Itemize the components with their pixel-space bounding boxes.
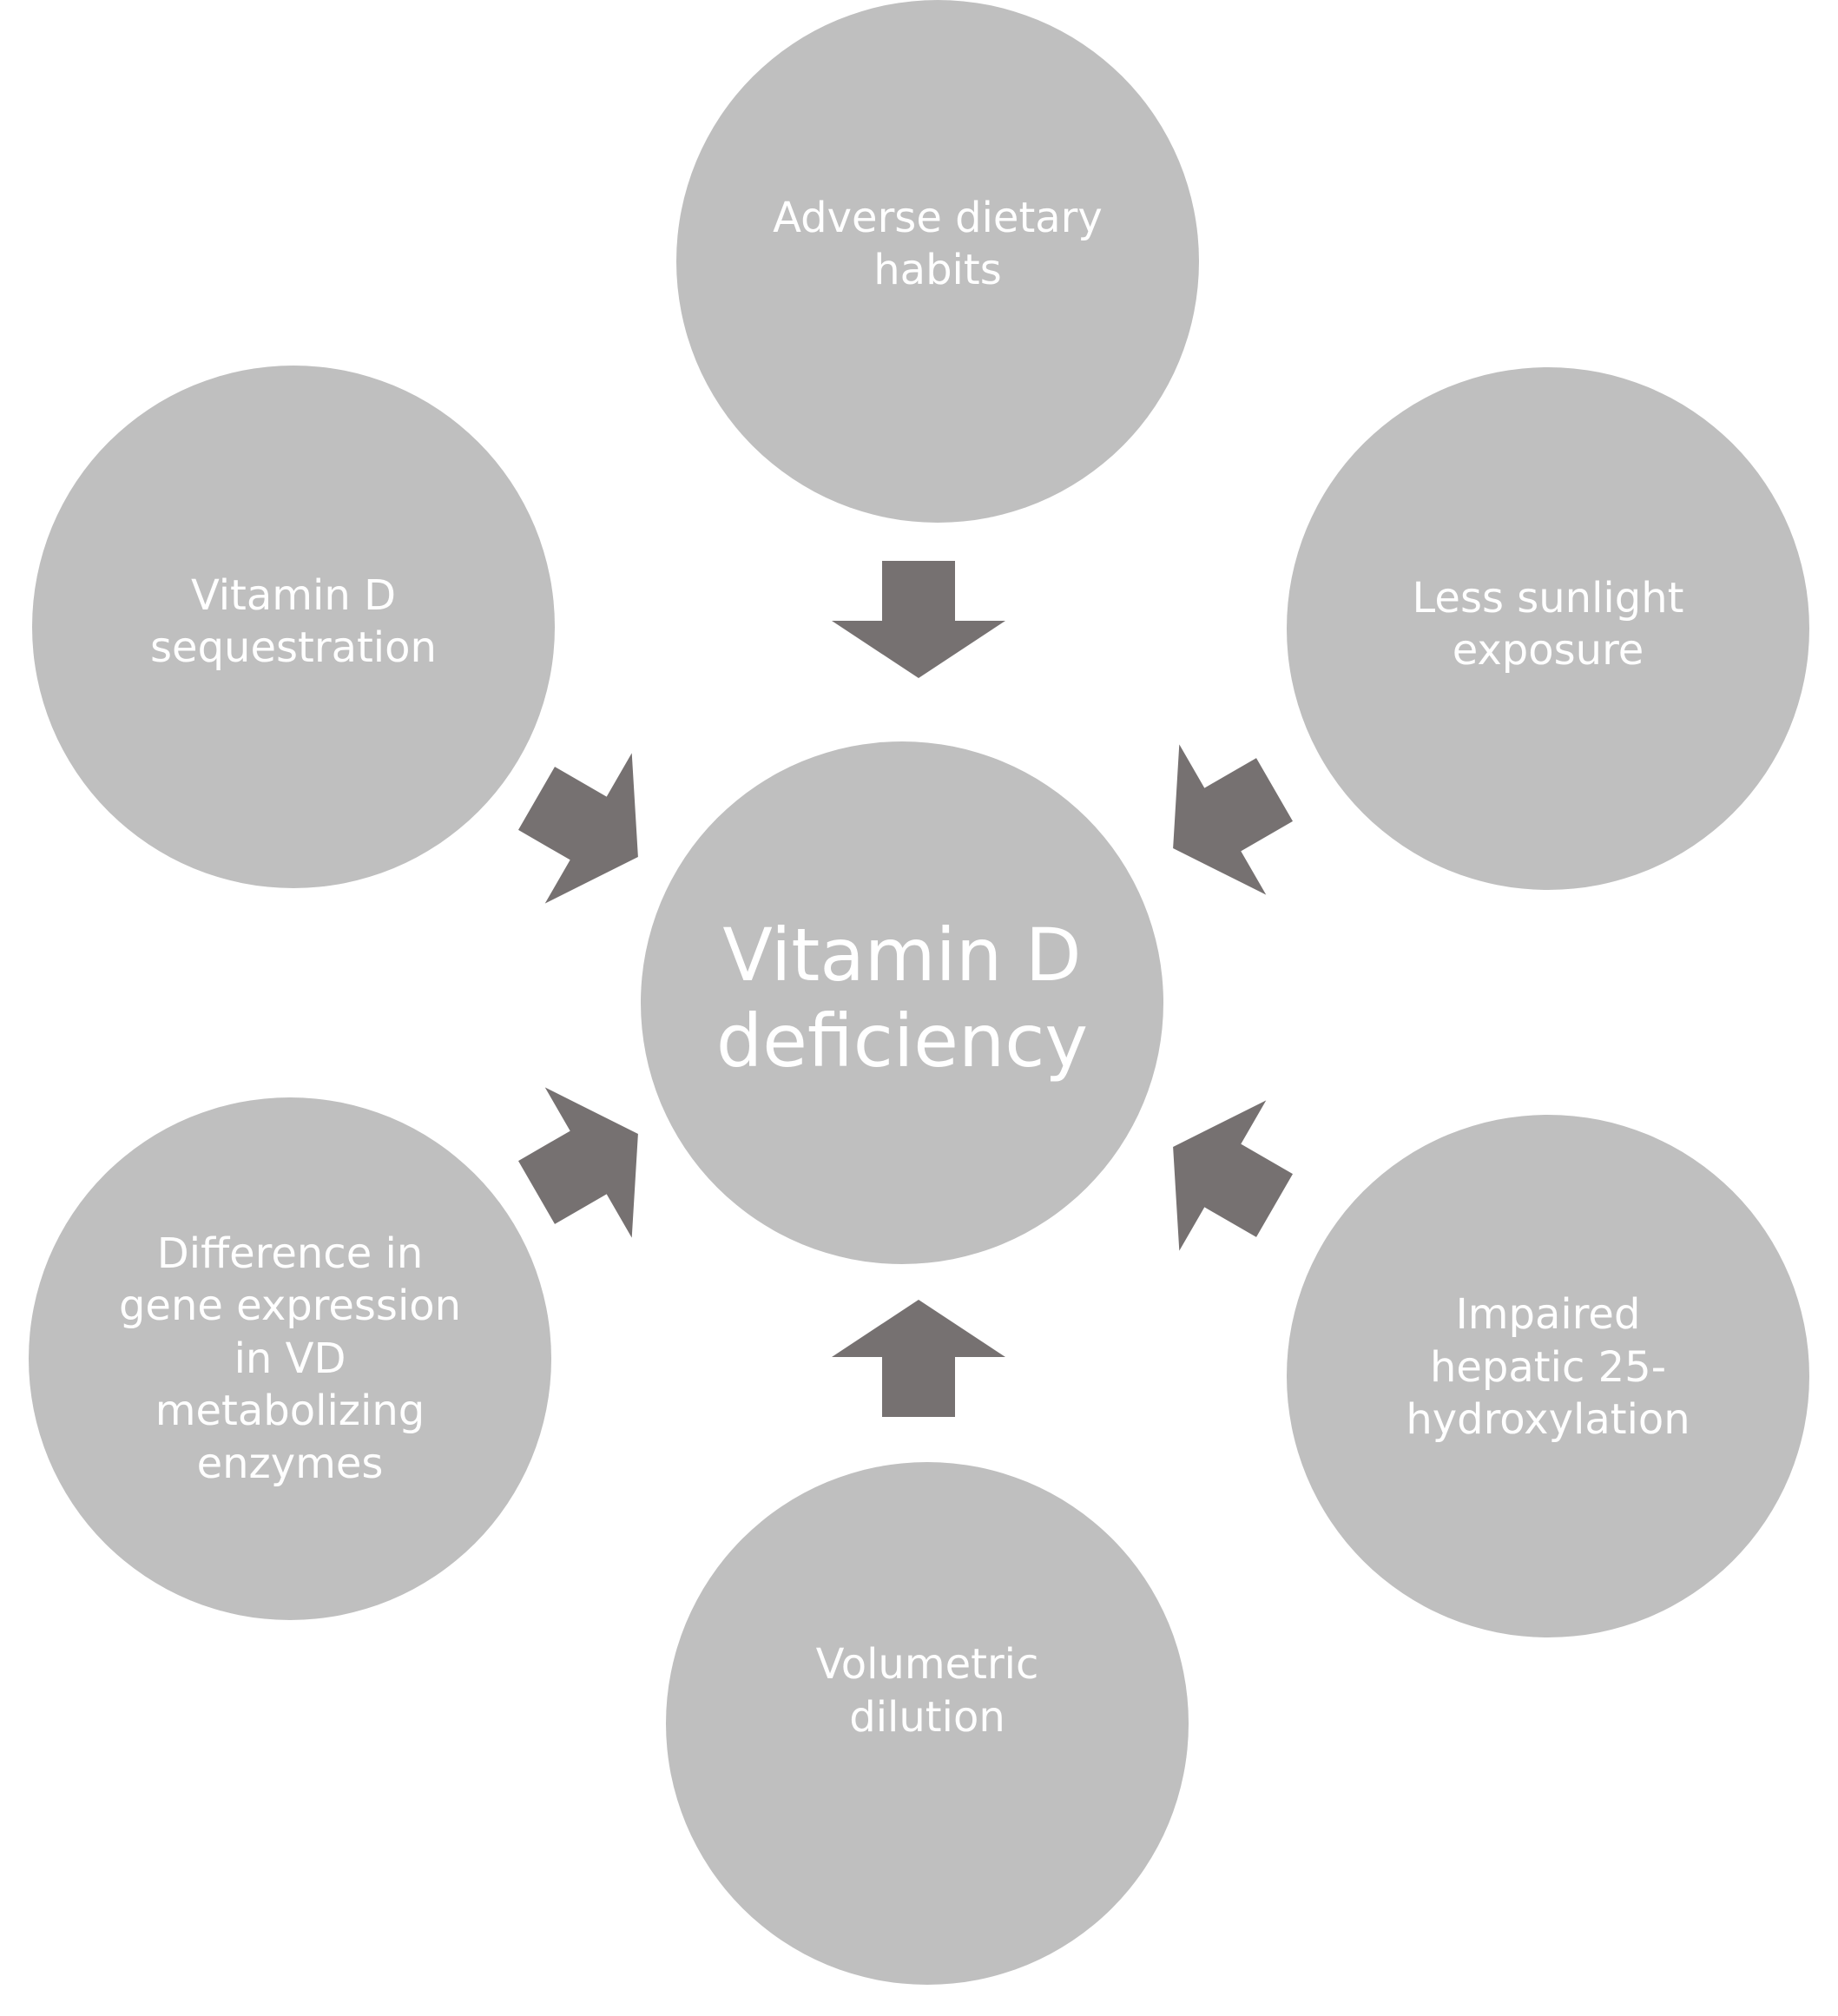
factor-circle-hepatic: Impaired hepatic 25- hydroxylation	[1287, 1115, 1809, 1637]
factor-circle-gene-expression: Difference in gene expression in VD meta…	[29, 1097, 551, 1620]
center-circle-vitamin-d-deficiency: Vitamin D deficiency	[641, 741, 1163, 1264]
arrow-sunlight-icon	[1173, 744, 1293, 895]
factor-label-hepatic: Impaired hepatic 25- hydroxylation	[1406, 1290, 1690, 1445]
factor-circle-sunlight: Less sunlight exposure	[1287, 367, 1809, 890]
arrow-dilution-icon	[832, 1300, 1005, 1417]
factor-circle-sequestration: Vitamin D sequestration	[32, 366, 555, 888]
factor-label-dietary: Adverse dietary habits	[773, 193, 1103, 294]
factor-label-sequestration: Vitamin D sequestration	[150, 570, 437, 672]
arrow-sequestration-icon	[518, 753, 638, 904]
center-label: Vitamin D deficiency	[715, 912, 1089, 1084]
arrow-dietary-icon	[832, 561, 1005, 678]
factor-circle-dilution: Volumetric dilution	[666, 1462, 1189, 1985]
arrow-hepatic-icon	[1173, 1100, 1293, 1251]
factor-circle-dietary: Adverse dietary habits	[676, 0, 1199, 523]
arrow-gene-expression-icon	[518, 1087, 638, 1238]
factor-label-sunlight: Less sunlight exposure	[1412, 573, 1684, 675]
factor-label-gene-expression: Difference in gene expression in VD meta…	[118, 1229, 462, 1488]
factor-label-dilution: Volumetric dilution	[815, 1640, 1039, 1742]
